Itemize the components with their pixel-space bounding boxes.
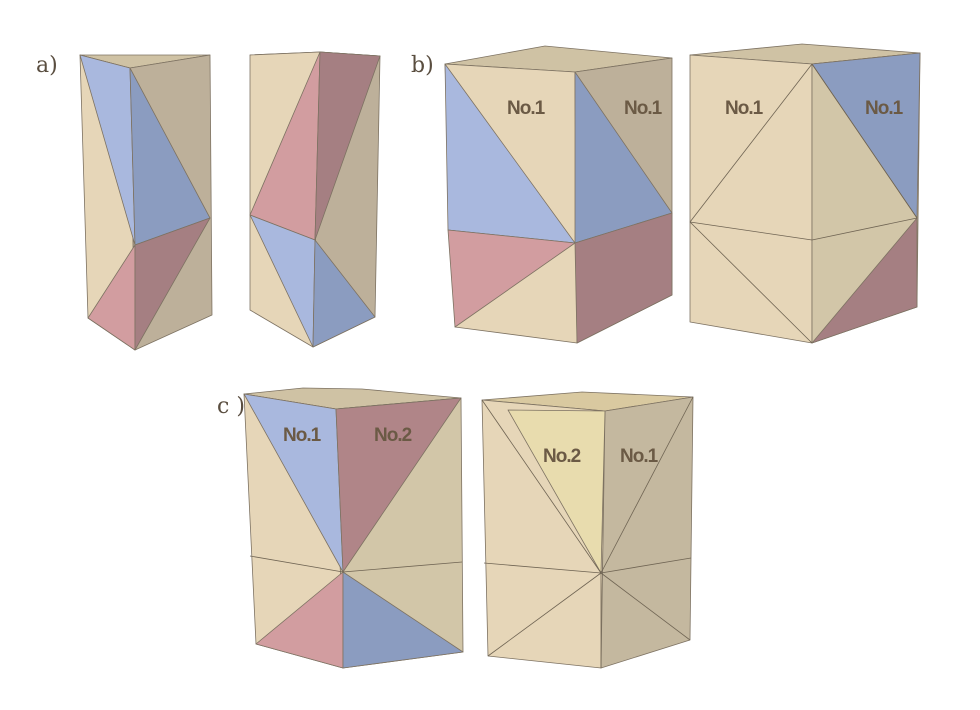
box-b2-crease-1 <box>689 63 813 223</box>
box-b2-crease-3 <box>811 217 918 241</box>
prism-a2-pink-right <box>314 51 381 241</box>
prism-a1 <box>79 54 213 351</box>
panel-a-label: a) <box>36 53 58 78</box>
box-b1-pink-front <box>447 229 576 328</box>
prism-a1-pink-right <box>134 217 211 351</box>
prism-c1-left-label: No.1 <box>283 425 322 446</box>
prism-c2-front-right <box>600 396 694 669</box>
panel-a: a) <box>36 51 381 351</box>
box-b2: No.1 No.1 <box>689 43 921 344</box>
panel-b: b) No.1 No.1 No.1 No.1 <box>411 43 921 344</box>
prism-c1-crease-1 <box>249 555 344 573</box>
prism-c2-right-label: No.1 <box>620 446 659 467</box>
prism-c2-crease-6 <box>600 572 691 641</box>
box-b2-crease-4 <box>689 221 813 344</box>
box-b1-side-label: No.1 <box>624 98 663 119</box>
prism-c2-crease-4 <box>600 557 692 574</box>
prism-a2 <box>249 51 381 348</box>
prism-c2-left-label: No.2 <box>543 446 581 467</box>
box-b2-front-label: No.1 <box>725 98 764 119</box>
prism-c1-right-label: No.2 <box>374 425 412 446</box>
box-b2-crease-2 <box>689 221 813 241</box>
prism-c2: No.2 No.1 <box>481 391 694 669</box>
prism-c1-crease-2 <box>342 561 463 573</box>
prism-c2-yellow-upper <box>507 409 606 574</box>
box-b2-crease-5 <box>811 63 918 219</box>
prism-c2-crease-5 <box>487 572 602 657</box>
box-b2-pink-side <box>811 217 918 344</box>
panel-b-label: b) <box>411 53 434 78</box>
panel-c: c ) No.1 No.2 N <box>217 387 694 669</box>
prism-c2-crease-2 <box>600 396 694 574</box>
panel-c-label: c ) <box>217 394 245 419</box>
prism-c2-crease-1 <box>481 399 602 574</box>
box-b2-side-label: No.1 <box>865 98 904 119</box>
box-b1-front-label: No.1 <box>507 98 546 119</box>
prism-c1: No.1 No.2 <box>243 387 464 669</box>
prism-c1-blue-bottom <box>342 571 464 669</box>
prism-a2-blue-right <box>312 239 376 348</box>
box-b1-pink-side <box>574 212 673 344</box>
box-b1: No.1 No.1 <box>444 45 673 344</box>
prism-c1-pink-top <box>335 397 462 573</box>
prism-c2-crease-3 <box>483 562 602 574</box>
